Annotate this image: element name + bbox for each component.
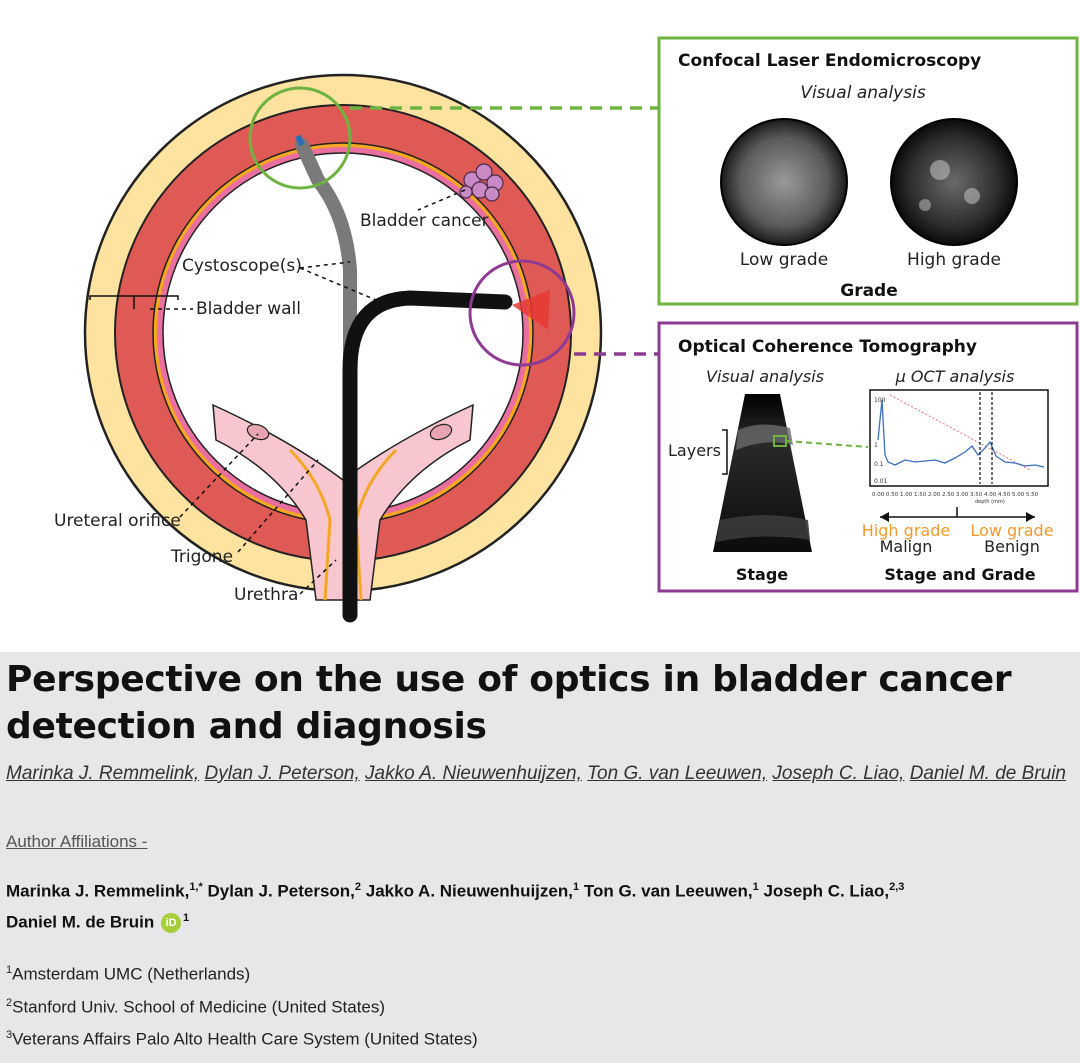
author-name: Dylan J. Peterson, xyxy=(207,881,355,901)
author-link-nieuwenhuijzen[interactable]: Jakko A. Nieuwenhuijzen, xyxy=(365,763,582,784)
cystoscope-grey-tip xyxy=(295,134,305,147)
cle-title: Confocal Laser Endomicroscopy xyxy=(678,51,981,71)
svg-text:1: 1 xyxy=(874,442,878,449)
author-name: Ton G. van Leeuwen, xyxy=(583,881,753,901)
oct-stage-grade-label: Stage and Grade xyxy=(884,565,1035,584)
cystoscope-black xyxy=(342,290,513,623)
oct-panel: Optical Coherence Tomography Visual anal… xyxy=(657,321,1079,593)
svg-text:0.00 0.50 1.00 1.50 2.00 2.50: 0.00 0.50 1.00 1.50 2.00 2.50 3.00 3.50 … xyxy=(872,492,1039,498)
affiliation-list: 1Amsterdam UMC (Netherlands) 2Stanford U… xyxy=(6,956,478,1054)
oct-layers-label: Layers xyxy=(668,441,721,460)
tumor-icon xyxy=(459,163,504,202)
cle-high-grade-label: High grade xyxy=(907,250,1001,270)
oct-highlight-circle xyxy=(468,259,576,367)
article-header: Perspective on the use of optics in blad… xyxy=(0,652,1080,1063)
author-link-van-leeuwen[interactable]: Ton G. van Leeuwen, xyxy=(587,763,768,784)
figure-graphical-abstract: Bladder cancer Cystoscope(s) Bladder wal… xyxy=(54,36,1079,623)
svg-text:depth (mm): depth (mm) xyxy=(975,499,1005,505)
oct-visual-label: Visual analysis xyxy=(706,367,824,386)
oct-title: Optical Coherence Tomography xyxy=(678,337,977,357)
author-name: Daniel M. de Bruin xyxy=(6,912,155,932)
article-title: Perspective on the use of optics in blad… xyxy=(6,659,1012,747)
affiliation-item: 3Veterans Affairs Palo Alto Health Care … xyxy=(6,1029,478,1049)
label-bladder-cancer: Bladder cancer xyxy=(360,211,489,231)
label-bladder-wall: Bladder wall xyxy=(196,299,301,319)
orcid-icon[interactable]: iD xyxy=(161,912,182,933)
bladder-diagram: Bladder cancer Cystoscope(s) Bladder wal… xyxy=(54,73,658,623)
label-trigone: Trigone xyxy=(170,547,233,567)
author-link-remmelink[interactable]: Marinka J. Remmelink, xyxy=(6,763,200,784)
author-name: Jakko A. Nieuwenhuijzen, xyxy=(365,881,573,901)
cle-high-grade-image xyxy=(890,118,1018,246)
author-list: Marinka J. Remmelink,1,* Dylan J. Peters… xyxy=(6,881,905,933)
author-affiliations-toggle[interactable]: Author Affiliations - xyxy=(6,832,148,851)
oct-malign-label: Malign xyxy=(880,537,933,556)
oct-uoct-label: μ OCT analysis xyxy=(895,367,1015,386)
author-name: Marinka J. Remmelink, xyxy=(6,881,190,901)
uoct-plot-frame xyxy=(869,389,1049,487)
oct-benign-label: Benign xyxy=(984,537,1040,556)
author-name: Joseph C. Liao, xyxy=(763,881,890,901)
affiliation-item: 2Stanford Univ. School of Medicine (Unit… xyxy=(6,996,386,1017)
cle-subtitle: Visual analysis xyxy=(800,83,926,103)
cle-low-grade-image xyxy=(720,118,848,246)
uoct-signal-line xyxy=(877,399,1045,468)
oct-beam-icon xyxy=(512,290,550,330)
svg-text:100: 100 xyxy=(874,397,886,404)
label-cystoscope: Cystoscope(s) xyxy=(182,256,302,276)
author-link-liao[interactable]: Joseph C. Liao, xyxy=(772,763,905,784)
ureteral-orifice-right xyxy=(429,423,453,441)
author-links: Marinka J. Remmelink, Dylan J. Peterson,… xyxy=(6,760,1076,787)
label-ureteral-orifice: Ureteral orifice xyxy=(54,511,181,531)
ureteral-orifice-left xyxy=(246,423,270,441)
author-link-de-bruin[interactable]: Daniel M. de Bruin xyxy=(909,763,1066,784)
svg-text:0.01: 0.01 xyxy=(874,478,888,485)
cle-low-grade-label: Low grade xyxy=(740,250,828,270)
affiliation-item: 1Amsterdam UMC (Netherlands) xyxy=(6,964,251,984)
oct-stage-label: Stage xyxy=(736,565,788,584)
cle-grade-label: Grade xyxy=(840,281,898,301)
oct-high-grade-label: High grade xyxy=(862,521,950,540)
label-urethra: Urethra xyxy=(234,585,298,605)
svg-text:0.1: 0.1 xyxy=(874,461,884,468)
author-link-peterson[interactable]: Dylan J. Peterson, xyxy=(204,763,360,784)
cle-highlight-circle xyxy=(248,86,352,190)
oct-low-grade-label: Low grade xyxy=(970,521,1053,540)
urethra-left-wall xyxy=(288,448,332,601)
cle-panel: Confocal Laser Endomicroscopy Visual ana… xyxy=(657,36,1079,306)
